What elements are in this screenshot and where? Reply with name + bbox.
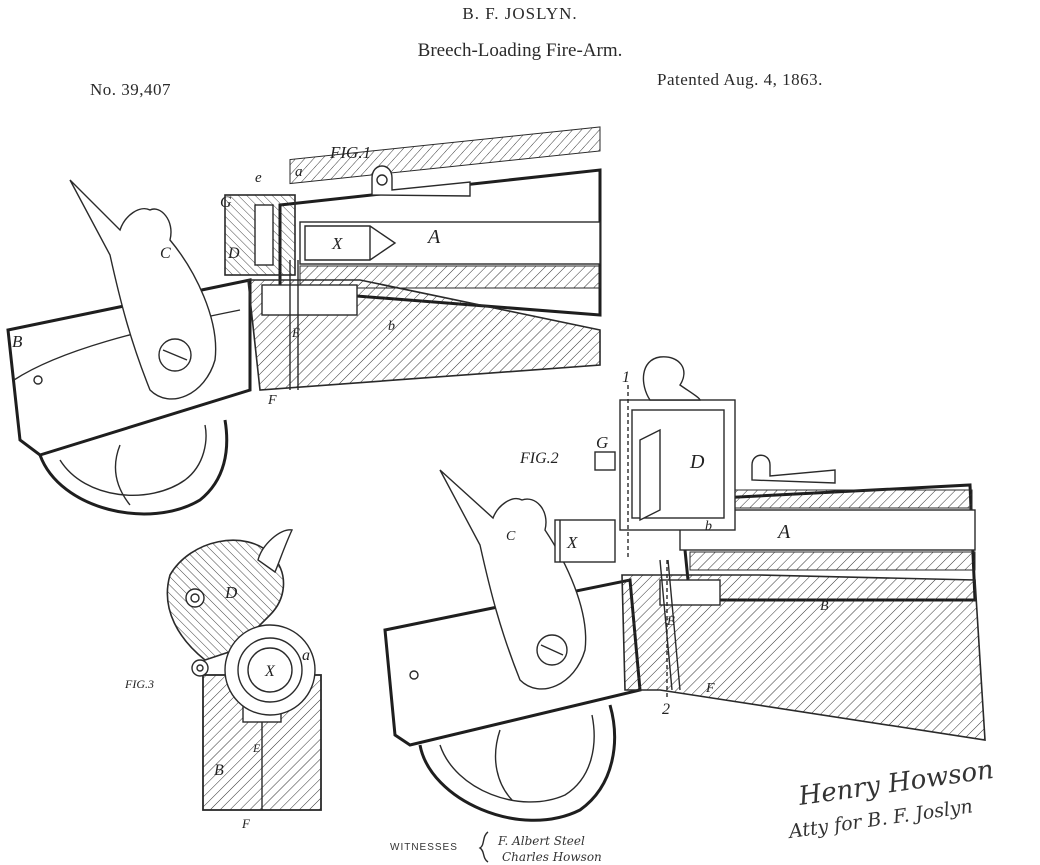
patent-number: No. 39,407 bbox=[90, 80, 172, 99]
fig2-hammer bbox=[439, 469, 587, 690]
fig2-label-F: F bbox=[705, 681, 715, 696]
fig2-label-2: 2 bbox=[662, 701, 670, 718]
fig1-label-B: B bbox=[12, 332, 23, 351]
fig3-label-X: X bbox=[264, 663, 276, 680]
fig1-label-X: X bbox=[331, 234, 343, 253]
fig3-label-a: a bbox=[302, 647, 310, 664]
fig3-cartridge bbox=[247, 647, 293, 693]
patent-date: Patented Aug. 4, 1863. bbox=[657, 70, 823, 89]
fig2-label-1: 1 bbox=[622, 369, 630, 386]
fig1-trigger bbox=[114, 444, 131, 506]
fig1-barrel-top-hatch bbox=[289, 126, 601, 185]
fig3-caption: FIG.3 bbox=[124, 677, 154, 691]
fig3-label-D: D bbox=[224, 583, 238, 602]
fig2-label-E: E bbox=[666, 613, 675, 628]
witnesses-label: WITNESSES bbox=[390, 842, 458, 853]
fig1-label-b: b bbox=[388, 319, 395, 334]
fig3-label-B: B bbox=[214, 762, 224, 779]
fig2-trigger-guard bbox=[418, 704, 616, 822]
fig1-cartridge bbox=[304, 225, 397, 261]
fig1-label-E: E bbox=[291, 325, 300, 340]
fig3-hammer-spur bbox=[257, 529, 294, 574]
fig2-label-C: C bbox=[506, 529, 516, 544]
figure-2 bbox=[383, 356, 986, 822]
fig1-label-C: C bbox=[160, 245, 171, 262]
fig1-label-a: a bbox=[295, 164, 303, 180]
fig2-label-A: A bbox=[776, 521, 791, 543]
fig2-breech-block bbox=[619, 399, 736, 531]
fig1-trigger-guard bbox=[38, 419, 229, 516]
fig1-label-F: F bbox=[267, 393, 277, 408]
fig1-label-A: A bbox=[426, 226, 441, 248]
fig3-label-F: F bbox=[241, 816, 251, 831]
fig2-label-B: B bbox=[820, 599, 829, 614]
witness-name-1: F. Albert Steel bbox=[497, 834, 585, 848]
fig1-rear-sight bbox=[371, 165, 471, 197]
fig2-label-D: D bbox=[689, 451, 705, 473]
fig1-label-D: D bbox=[227, 245, 240, 262]
fig1-hammer bbox=[69, 179, 217, 400]
fig2-cartridge bbox=[554, 519, 616, 563]
witness-name-2: Charles Howson bbox=[502, 850, 602, 864]
fig3-label-E: E bbox=[252, 741, 261, 755]
fig1-stock bbox=[6, 278, 252, 457]
figure-3 bbox=[166, 529, 322, 811]
figure-1 bbox=[6, 126, 602, 516]
fig2-label-G: G bbox=[596, 433, 608, 452]
fig1-caption: FIG.1 bbox=[329, 143, 371, 162]
fig2-label-b: b bbox=[705, 519, 712, 534]
patent-title: Breech-Loading Fire-Arm. bbox=[417, 40, 623, 61]
fig2-block-knob bbox=[642, 356, 701, 401]
fig2-receiver bbox=[621, 574, 986, 741]
fig2-caption: FIG.2 bbox=[519, 450, 559, 467]
fig2-stock bbox=[383, 578, 642, 747]
fig1-label-G: G bbox=[220, 194, 232, 211]
inventor-name: B. F. JOSLYN. bbox=[462, 4, 578, 23]
fig2-label-X: X bbox=[566, 533, 578, 552]
fig1-label-e: e bbox=[255, 170, 262, 186]
